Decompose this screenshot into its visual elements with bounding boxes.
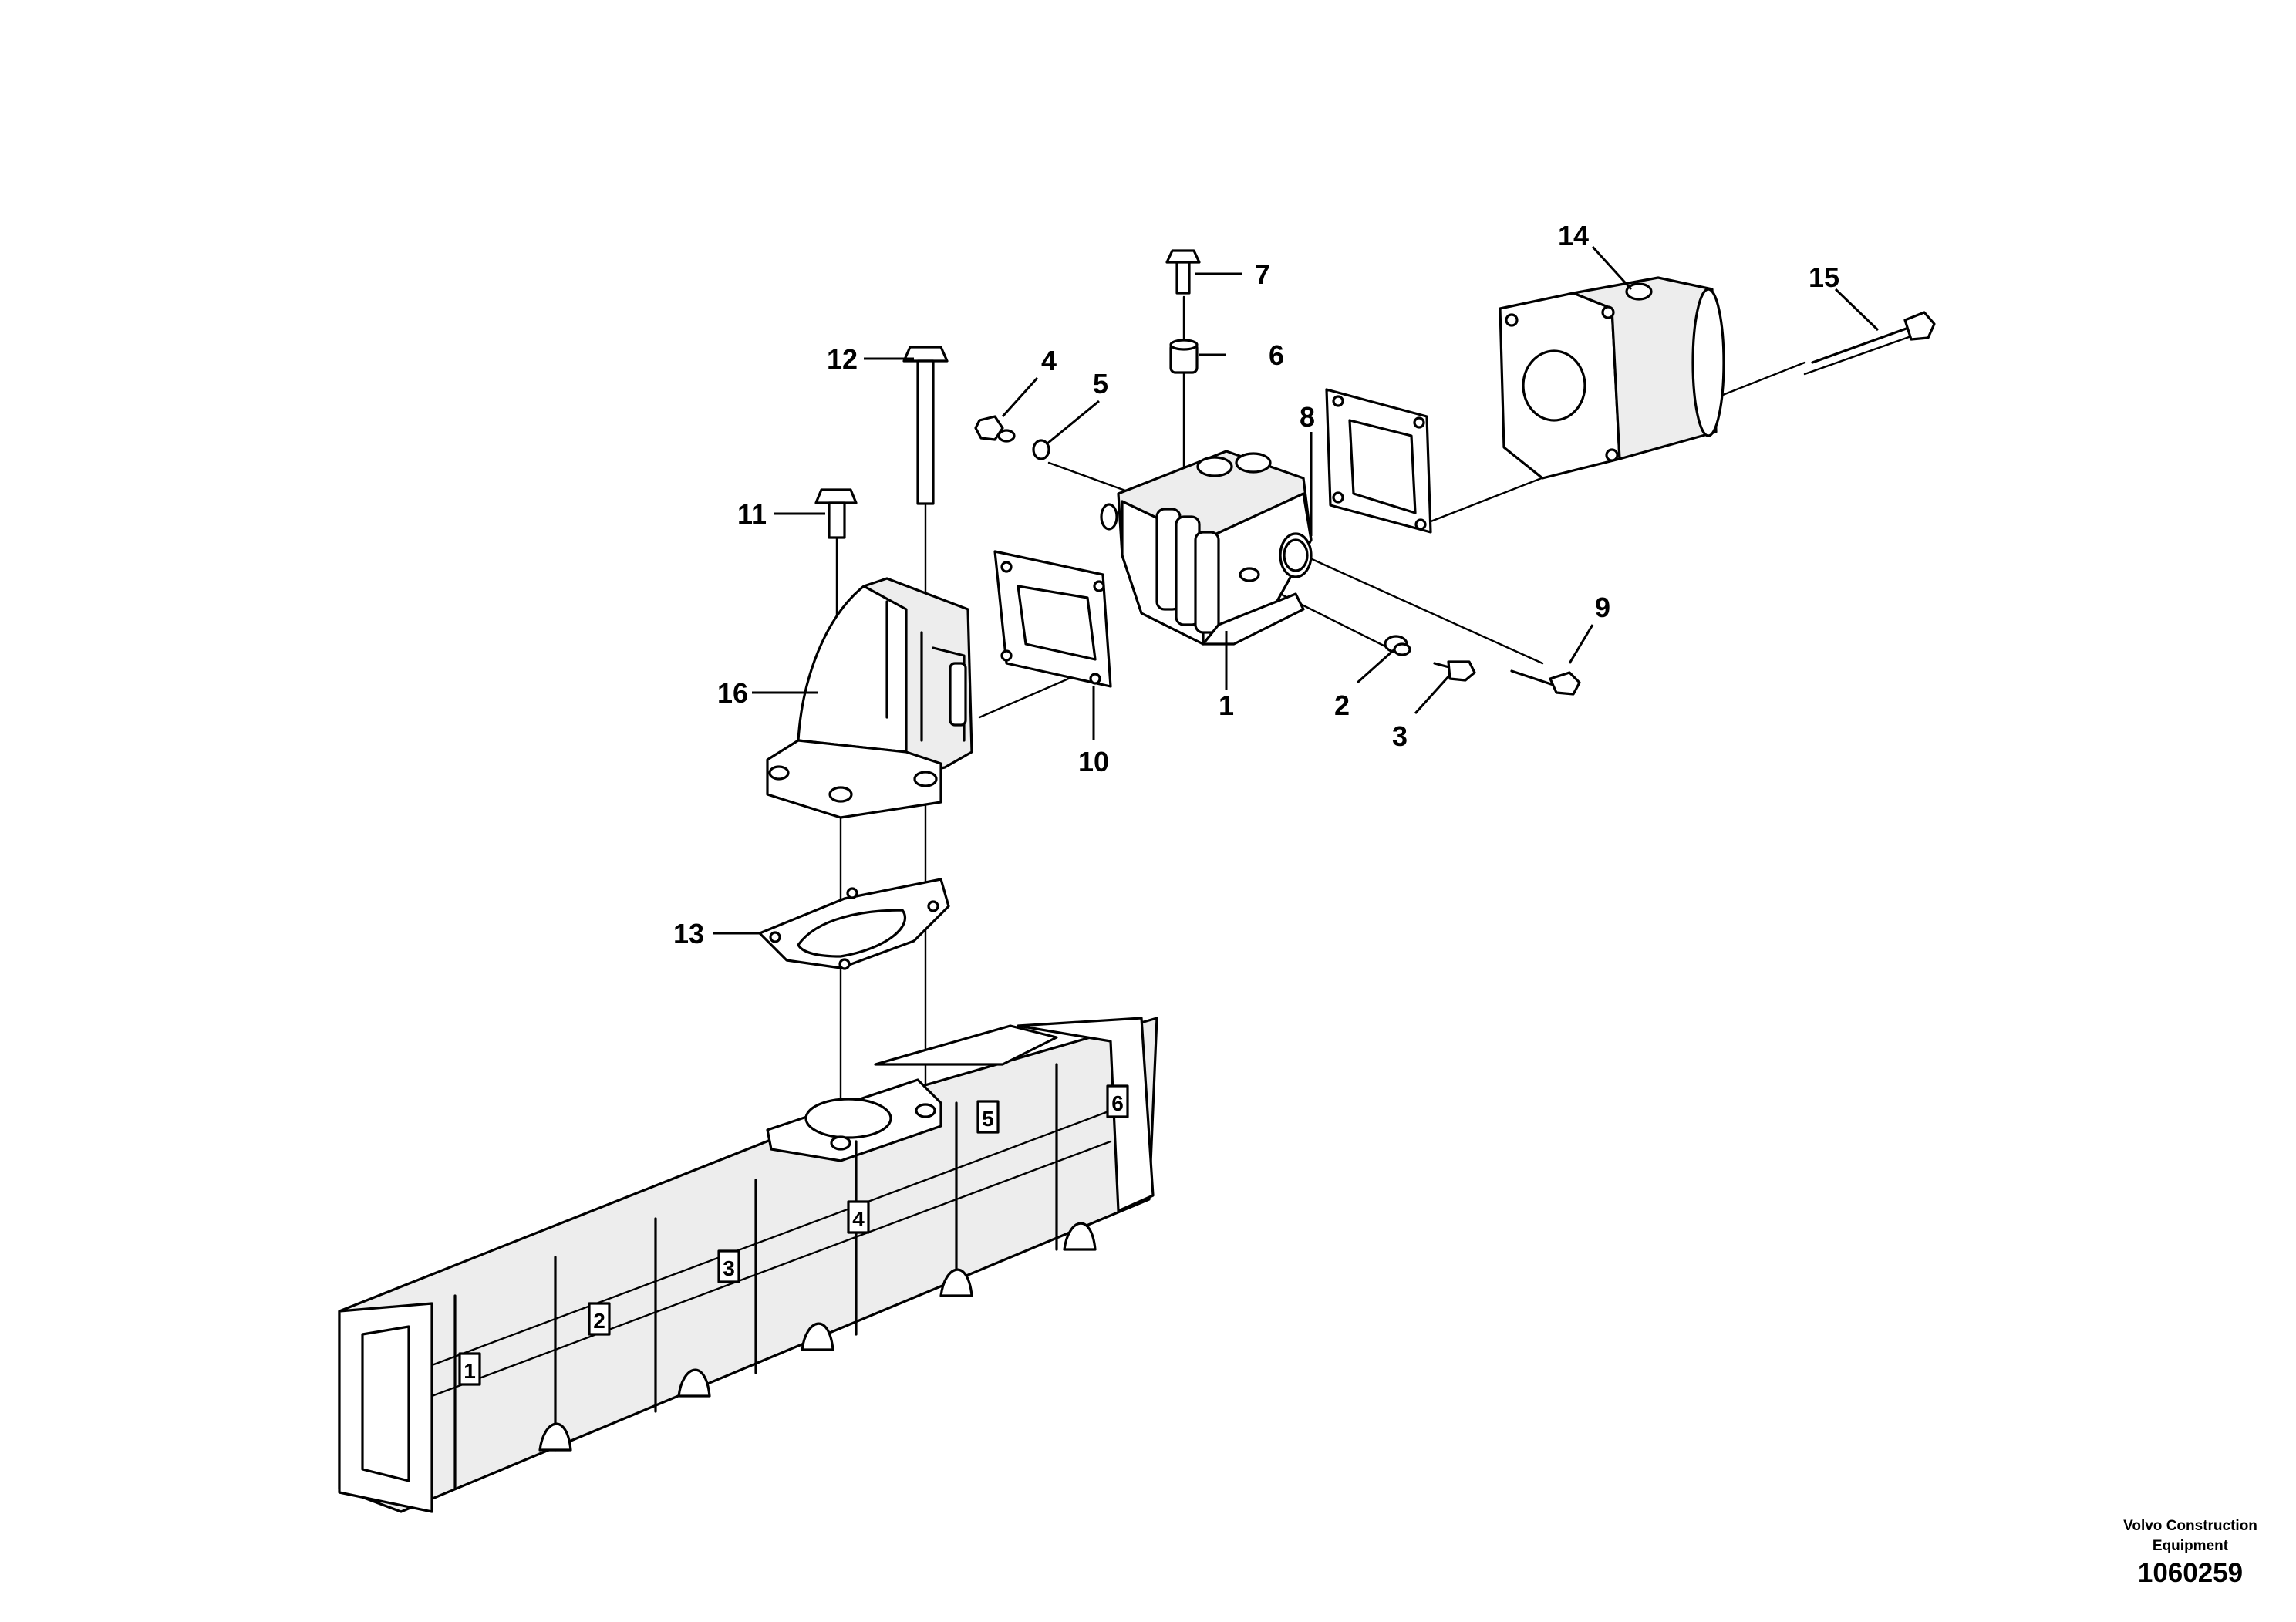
document-number: 1060259 (2137, 1558, 2244, 1588)
cylinder-mark-2: 2 (593, 1309, 605, 1333)
cylinder-mark-5: 5 (982, 1107, 994, 1131)
manifold-ports (538, 1222, 1097, 1452)
callout-leaders (713, 245, 1880, 935)
callout-3: 3 (1392, 720, 1408, 752)
part-5-o-ring (1032, 439, 1050, 460)
part-3-bolt (1433, 660, 1476, 682)
cylinder-mark-1: 1 (464, 1359, 476, 1383)
callout-labels: 1 2 3 4 5 6 7 8 9 10 11 12 13 14 15 16 (673, 220, 1839, 949)
callout-14: 14 (1558, 220, 1589, 251)
part-11-bolt (814, 488, 858, 539)
callout-9: 9 (1595, 592, 1610, 623)
callout-15: 15 (1809, 261, 1839, 293)
part-1-valve-body (1100, 450, 1313, 646)
publisher-line-1: Volvo Construction (2123, 1518, 2257, 1534)
part-12-long-bolt (902, 346, 949, 505)
callout-16: 16 (717, 677, 748, 709)
part-13-gasket (758, 878, 950, 970)
callout-2: 2 (1334, 690, 1350, 721)
cylinder-mark-6: 6 (1111, 1091, 1124, 1115)
part-8-seal-ring (1283, 538, 1309, 572)
part-9-bolt (1510, 669, 1581, 696)
callout-1: 1 (1219, 690, 1234, 721)
part-15-long-bolt (1803, 311, 1936, 376)
publisher-line-2: Equipment (2152, 1538, 2229, 1554)
callout-12: 12 (827, 343, 858, 375)
callout-13: 13 (673, 918, 704, 949)
part-2-washer (1384, 635, 1411, 656)
callout-5: 5 (1093, 368, 1108, 400)
intake-manifold (338, 1017, 1158, 1513)
cylinder-mark-4: 4 (852, 1207, 865, 1231)
callout-11: 11 (737, 498, 767, 530)
publisher-label: Volvo Construction Equipment (2075, 1516, 2296, 1556)
callout-7: 7 (1255, 258, 1270, 290)
part-10-square-gasket (993, 550, 1112, 688)
callout-4: 4 (1041, 345, 1057, 376)
cylinder-marks: 1 2 3 4 5 6 (458, 1084, 1129, 1386)
part-14-housing (1499, 276, 1725, 480)
part-6-sleeve (1169, 339, 1199, 374)
part-7-screw (1165, 249, 1201, 295)
cylinder-mark-3: 3 (723, 1256, 735, 1280)
part-16-intake-elbow (766, 577, 973, 819)
callout-8: 8 (1300, 401, 1315, 433)
callout-6: 6 (1269, 339, 1284, 371)
part-4-plug (974, 415, 1016, 443)
part-8-square-gasket (1325, 388, 1432, 534)
callout-10: 10 (1078, 746, 1109, 777)
manifold-ribs (430, 1063, 1112, 1490)
